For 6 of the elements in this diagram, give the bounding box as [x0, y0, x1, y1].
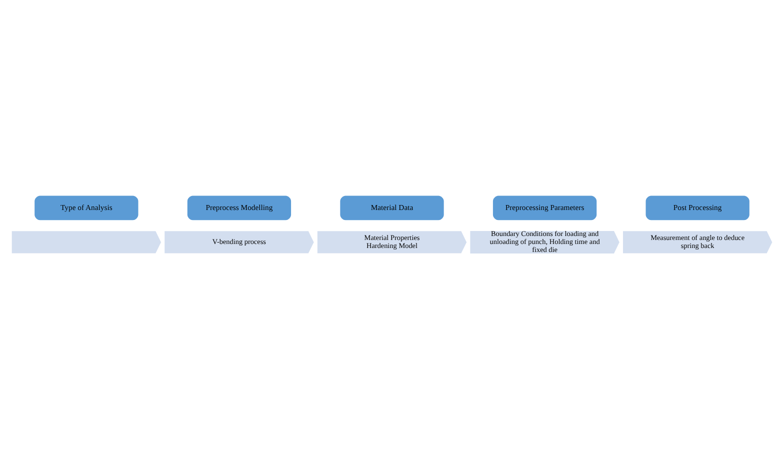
node-box: Material Data: [340, 196, 444, 220]
node-arrow: [12, 231, 162, 254]
node-box: Post Processing: [646, 196, 750, 220]
node-box: Type of Analysis: [34, 196, 138, 220]
node-box: Preprocessing Parameters: [492, 196, 597, 220]
node-box: Preprocess Modelling: [187, 196, 292, 220]
